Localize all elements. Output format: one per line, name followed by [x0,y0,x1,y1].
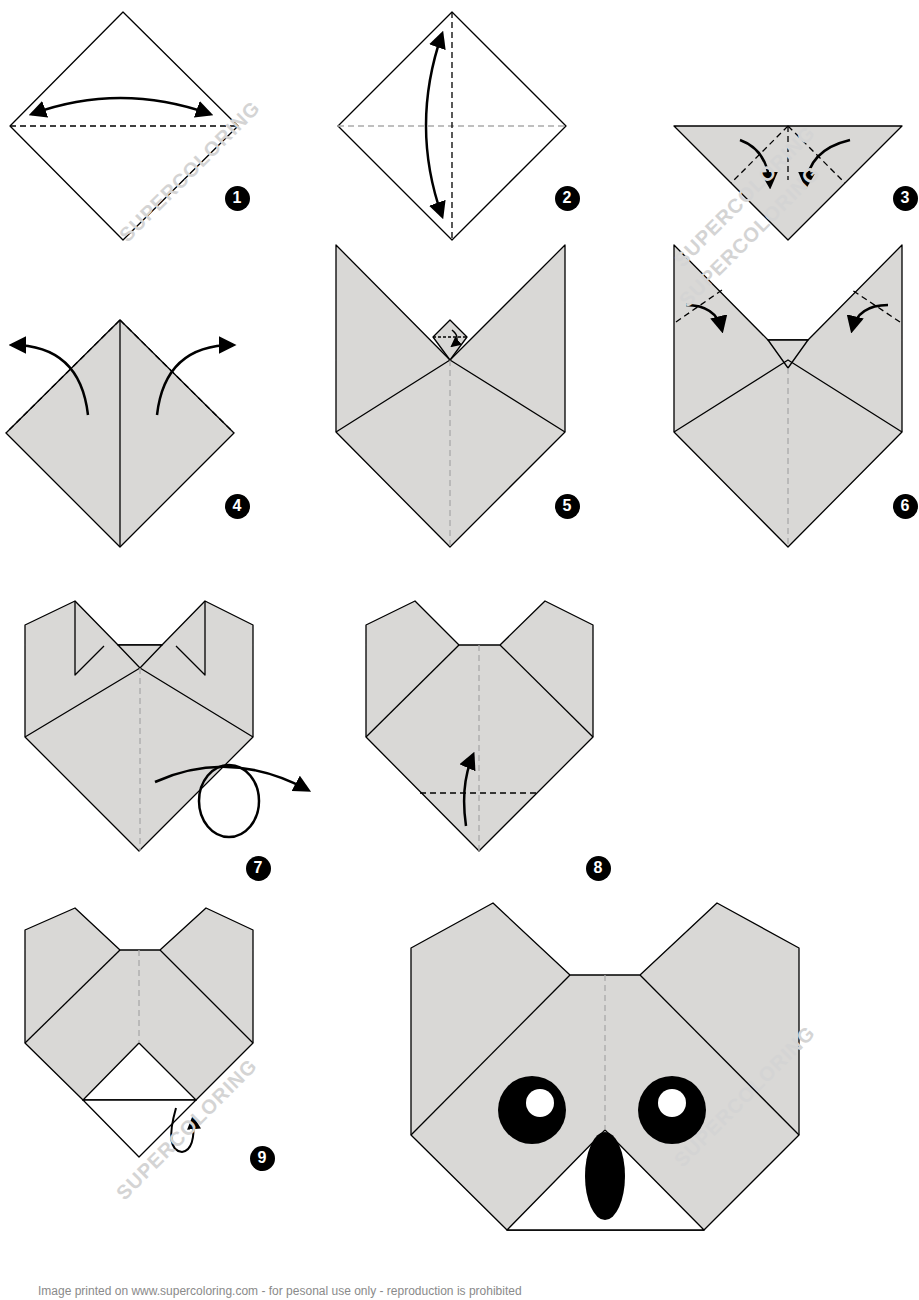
step-number-text: 2 [563,189,572,207]
step-number: 8 [586,856,611,881]
step-number-text: 6 [901,497,910,515]
step-number: 9 [250,1146,275,1171]
step-number: 1 [225,186,250,211]
step-number: 6 [893,494,918,519]
step-number-text: 7 [254,859,263,877]
step-number: 3 [893,186,918,211]
step-number: 5 [555,494,580,519]
step-number-text: 9 [258,1149,267,1167]
step-number-text: 8 [594,859,603,877]
step-number: 2 [555,186,580,211]
step-number-text: 4 [233,497,242,515]
step-number: 7 [246,856,271,881]
step-number-text: 1 [233,189,242,207]
step-number-text: 5 [563,497,572,515]
step-number-text: 3 [901,189,910,207]
step-number: 4 [225,494,250,519]
footer-note: Image printed on www.supercoloring.com -… [38,1284,522,1298]
